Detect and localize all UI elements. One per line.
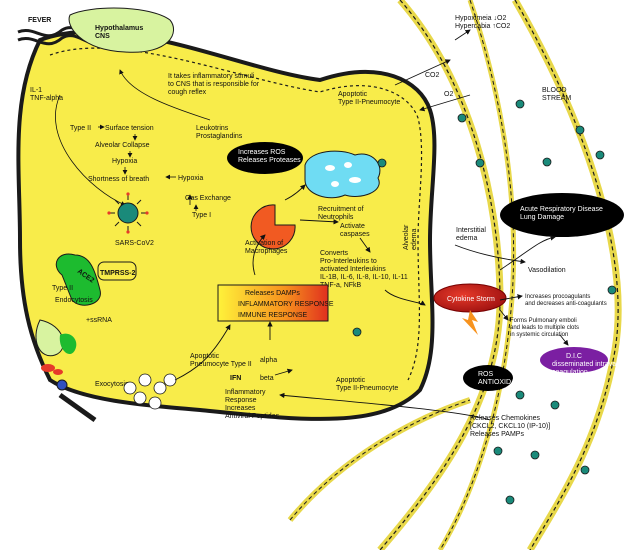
gas-arrows [394, 29, 471, 112]
chemokines-label: Releases Chemokines[CKCL2, CKCL10 (IP-10… [470, 415, 550, 438]
ifn-label: IFN [230, 375, 241, 382]
cytokine-storm-label: Cytokine Storm [447, 296, 495, 303]
right-arrows [279, 235, 569, 421]
type2-top-label: Type II [70, 125, 91, 132]
beta-label: beta [260, 375, 274, 382]
shortness-label: Shortness of breath [88, 176, 149, 183]
mid-arrows [174, 321, 293, 381]
damps-line3: IMMUNE RESPONSE [238, 312, 308, 319]
pathogen-cells [352, 99, 617, 505]
released-virions [123, 373, 177, 410]
hypoxia2-label: Hypoxia [178, 175, 203, 182]
damps-line1: Releases DAMPs [245, 290, 300, 297]
gas-exchange-label: Gas Exchange [185, 195, 231, 202]
dic-label: D.I.C [566, 353, 582, 360]
cytokine-storm: Cytokine Storm [433, 283, 507, 335]
process-arrows [55, 69, 211, 211]
surface-tension-label: Surface tension [105, 125, 154, 132]
tmprss2-label: TMPRSS-2 [100, 270, 136, 277]
alveolar-collapse-label: Alveolar Collapse [95, 142, 150, 149]
alveolar-cell [16, 29, 437, 421]
sars-label: SARS-CoV2 [115, 240, 154, 247]
hypoxia1-label: Hypoxia [112, 158, 137, 165]
damps-box: Releases DAMPs INFLAMMATORY RESPONSE IMM… [217, 284, 334, 322]
co2-label: CO2 [425, 72, 440, 79]
o2-label: O2 [444, 91, 453, 98]
exocytosis-label: Exocytosis [95, 381, 129, 388]
type2-side-label: Type II [52, 285, 73, 292]
cell-arrows [252, 184, 426, 306]
virus-replication [35, 319, 97, 423]
ssrna-label: +ssRNA [86, 317, 112, 324]
neutrophil [304, 150, 381, 199]
ace2-receptor: ACE2 TMPRSS-2 [55, 253, 137, 306]
virus-virion [107, 192, 149, 234]
fever-label: FEVER [28, 17, 51, 24]
alpha-label: alpha [260, 357, 277, 364]
endocytosis-label: Endocytosis [55, 297, 93, 304]
damps-line2: INFLAMMATORY RESPONSE [238, 301, 334, 308]
alveolar-edema-label: Alveolaredema [403, 224, 418, 250]
vasodilation-label: Vasodilation [528, 267, 566, 274]
type1-label: Type I [192, 212, 211, 219]
